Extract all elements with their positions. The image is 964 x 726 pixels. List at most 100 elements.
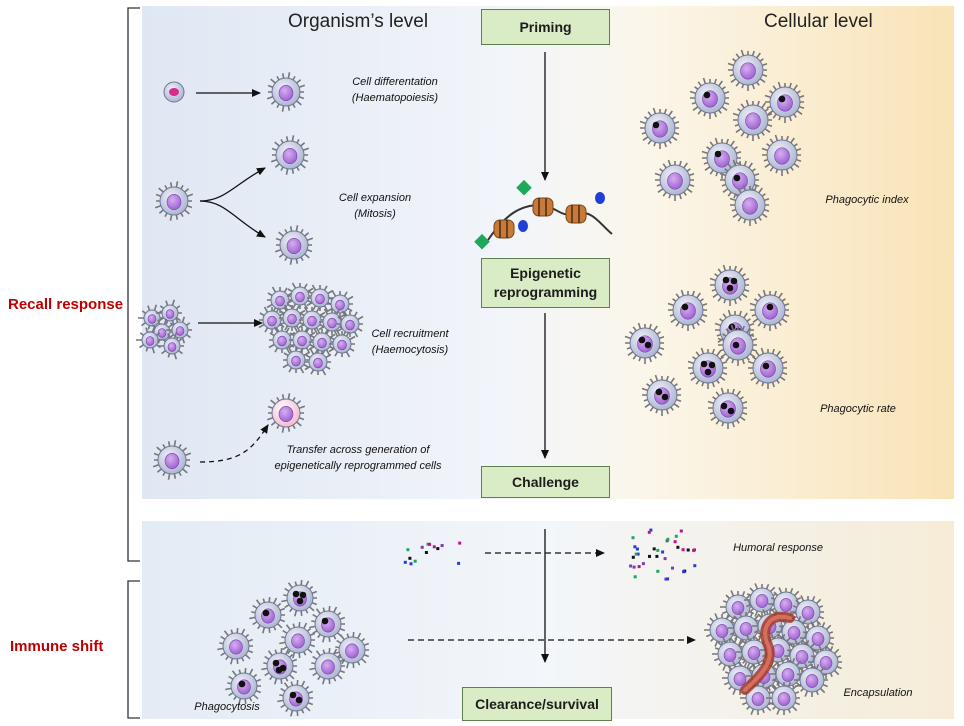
phagocyte-cell [747, 347, 788, 389]
encapsulating-cell [808, 645, 843, 679]
immune-shift-label: Immune shift [10, 638, 104, 655]
clearance-label: Clearance/survival [475, 695, 599, 712]
phagocyte-cell [761, 134, 802, 176]
phagocyte-cell [749, 289, 790, 331]
phagocyte-cell [717, 324, 758, 366]
hemocyte-cell [270, 135, 310, 175]
phagocyte-cell [641, 374, 682, 416]
molecule-dot [655, 554, 659, 558]
bacterium-icon [762, 362, 770, 370]
recruited-cell [138, 304, 164, 332]
encapsulating-cell [800, 621, 835, 655]
expansion-caption: Cell expansion (Mitosis) [320, 191, 430, 223]
bacterium-icon [262, 609, 270, 617]
encapsulating-cell [712, 637, 747, 671]
molecule-dot [432, 545, 436, 549]
molecule-dot [403, 560, 407, 564]
phagocyte-cell [729, 184, 770, 226]
recruitment-caption: Cell recruitment (Haemocytosis) [355, 327, 465, 359]
molecule-dot [457, 561, 461, 565]
encapsulating-cell [794, 663, 829, 697]
encapsulating-cell [740, 681, 775, 715]
phagocyte-cell [217, 628, 254, 665]
expansion-subtitle: (Mitosis) [354, 207, 396, 220]
phagocyte-cell [261, 648, 298, 685]
phagocyte-cell [279, 622, 316, 659]
phagocyte-cell [719, 159, 760, 201]
bacterium-icon [727, 407, 735, 415]
phagocyte-cell [249, 597, 286, 634]
organism-level-title: Organism’s level [288, 11, 429, 32]
recruited-cell [282, 346, 310, 374]
bacterium-icon [655, 388, 663, 396]
recruited-cell [326, 290, 354, 318]
molecule-dot [458, 541, 462, 545]
bacterium-icon [730, 277, 738, 285]
arrows [196, 52, 696, 663]
methyl-mark-1 [518, 220, 528, 232]
molecule-dot [666, 537, 670, 541]
nucleosome-1 [493, 219, 515, 239]
molecule-dot [652, 547, 656, 551]
phagocyte-cell [689, 77, 730, 119]
challenge-box: Challenge [481, 466, 610, 498]
molecule-dot [661, 550, 665, 554]
bacterium-icon [652, 121, 660, 129]
immune-shift-bracket [127, 580, 140, 719]
molecule-dot [413, 559, 417, 563]
humoral-molecules [403, 528, 697, 581]
transfer-subtitle: epigenetically reprogrammed cells [274, 459, 442, 472]
methyl-mark-2 [595, 192, 605, 204]
transfer-caption: Transfer across generation of epigenetic… [248, 443, 468, 475]
molecule-dot [681, 548, 685, 552]
bacterium-icon [275, 666, 283, 674]
upper-panel [142, 6, 954, 499]
molecule-dot [648, 554, 651, 558]
molecule-dot [631, 536, 635, 540]
phagocyte-cell [687, 347, 728, 389]
bacterium-icon [704, 368, 712, 376]
molecule-dot [637, 565, 641, 569]
recruitment-subtitle: (Haemocytosis) [371, 343, 449, 356]
bacterium-icon [733, 174, 741, 182]
phagocyte-cell [624, 322, 665, 364]
bacterium-icon [708, 361, 716, 369]
bacterium-icon [766, 303, 774, 311]
molecule-dot [656, 548, 660, 552]
molecule-dot [428, 542, 432, 546]
bacterium-icon [638, 336, 646, 344]
phagocyte-cell [764, 81, 805, 123]
phagocyte-cell [309, 606, 346, 643]
cellular-level-title: Cellular level [764, 11, 873, 32]
molecule-dot [408, 556, 412, 560]
recruited-cell [156, 299, 182, 327]
phagocytosis-caption: Phagocytosis [194, 701, 260, 713]
humoral-response-caption: Humoral response [733, 542, 823, 554]
bacterium-icon [722, 276, 730, 284]
bacterium-icon [714, 150, 722, 158]
molecule-dot [424, 551, 428, 554]
reprogramming-label: reprogramming [493, 284, 598, 300]
molecule-dot [649, 528, 653, 532]
recruited-cell [328, 330, 356, 358]
molecule-dot [636, 552, 640, 556]
molecule-dot [693, 564, 697, 568]
bacterium-icon [732, 341, 740, 349]
transfer-title: Transfer across generation of [286, 444, 430, 456]
chromatin-illustration [474, 179, 613, 250]
bacterium-icon [272, 659, 280, 667]
phagocyte-cell [277, 680, 314, 717]
bacterium-icon [700, 360, 708, 368]
expansion-title: Cell expansion [338, 192, 412, 204]
clearance-survival-box: Clearance/survival [462, 687, 612, 721]
molecule-dot [663, 557, 667, 561]
expansion-arrow-down [199, 200, 266, 238]
molecule-dot [406, 548, 410, 552]
molecule-dot [641, 562, 645, 566]
phagocyte-cell [333, 632, 370, 669]
molecule-dot [633, 575, 637, 579]
expansion-arrow-up [199, 167, 266, 202]
molecule-dot [679, 529, 683, 533]
progenitor-cell [163, 81, 185, 103]
